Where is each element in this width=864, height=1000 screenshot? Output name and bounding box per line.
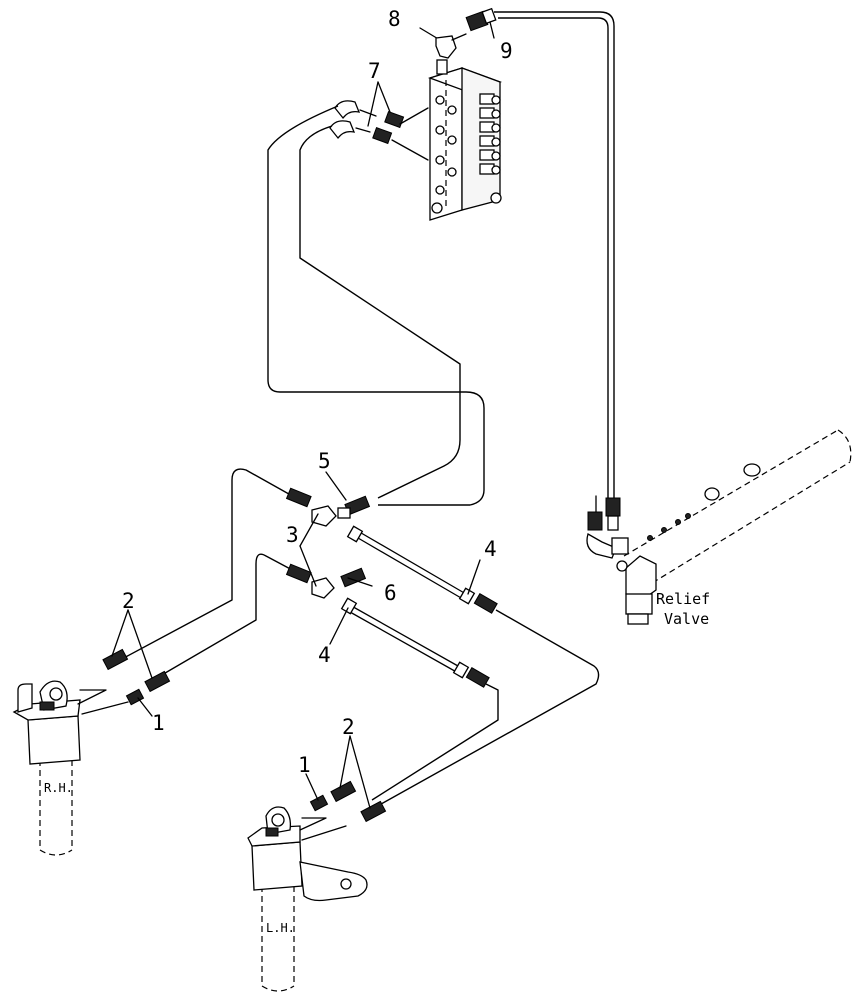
relief-valve-label-line2: Valve (664, 610, 709, 628)
tube-4-lower (340, 597, 490, 688)
callout-4-upper: 4 (484, 537, 497, 561)
rh-cylinder-label: R.H. (44, 781, 73, 795)
callout-4-lower: 4 (318, 643, 331, 667)
rh-cylinder (12, 680, 129, 856)
callout-5: 5 (318, 449, 331, 473)
lh-cylinder (247, 806, 368, 992)
elbow-fitting-8 (419, 27, 467, 59)
callout-1-lh: 1 (298, 753, 311, 777)
lh-fittings (309, 780, 387, 823)
tee-fitting-upper (285, 487, 371, 527)
callout-7: 7 (368, 59, 381, 83)
callout-2-rh: 2 (122, 589, 135, 613)
leader-lines (111, 21, 495, 809)
fitting-9 (465, 7, 497, 32)
callout-9: 9 (500, 39, 513, 63)
callout-numbers: 8 9 7 5 3 4 6 4 2 1 2 1 (122, 7, 513, 777)
control-valve-block (427, 59, 503, 221)
callout-2-lh: 2 (342, 715, 355, 739)
callout-3: 3 (286, 523, 299, 547)
rh-fittings (102, 648, 171, 706)
tube-4-upper (346, 525, 498, 614)
tee-fitting-lower (285, 563, 367, 599)
callout-1-rh: 1 (152, 711, 165, 735)
hydraulic-hoses (119, 11, 615, 809)
relief-valve-label-line1: Relief (656, 590, 710, 608)
relief-valve-assembly (586, 429, 852, 625)
lh-cylinder-label: L.H. (266, 921, 295, 935)
callout-6: 6 (384, 581, 397, 605)
fittings-7 (329, 100, 405, 145)
callout-8: 8 (388, 7, 401, 31)
text-labels: Relief Valve R.H. L.H. (44, 590, 710, 935)
